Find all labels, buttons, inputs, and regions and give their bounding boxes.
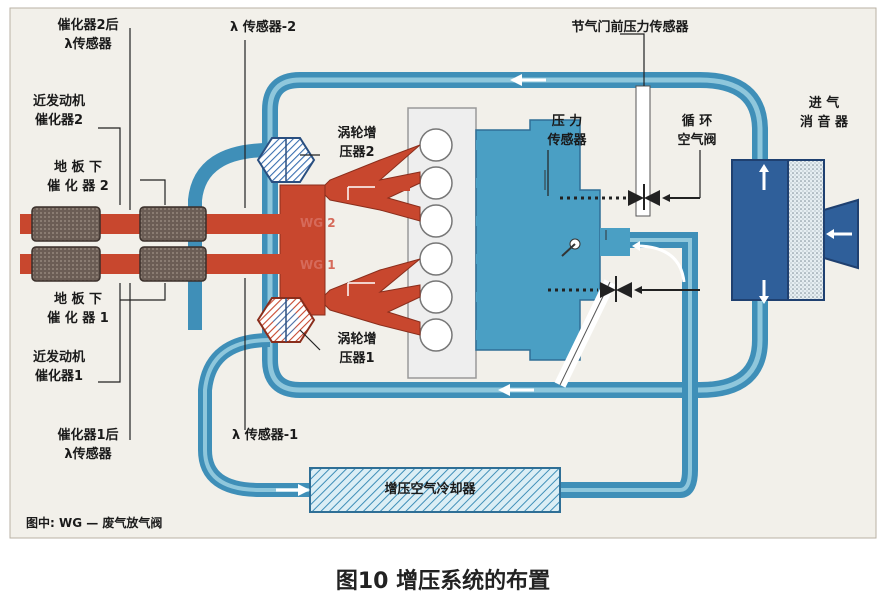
- label-pressure-sensor: 压 力 传感器: [547, 114, 587, 148]
- intake-manifold: [475, 119, 630, 361]
- engine-block: [407, 107, 477, 379]
- label-wg1: WG 1: [300, 258, 336, 272]
- legend-note: 图中: WG — 废气放气阀: [26, 516, 163, 530]
- label-turbo-1: 涡轮增 压器1: [337, 332, 377, 366]
- figure-caption: 图10 增压系统的布置: [335, 569, 551, 594]
- exhaust-center: [210, 184, 326, 316]
- label-lambda-sensor-1: λ 传感器-1: [232, 428, 299, 443]
- label-cat1-lambda: 催化器1后 λ传感器: [57, 428, 119, 462]
- label-wg2: WG 2: [300, 216, 336, 230]
- label-throttle-pressure-sensor: 节气门前压力传感器: [571, 20, 689, 35]
- flow-arrows: [276, 74, 546, 496]
- exhaust-line-2: [20, 206, 210, 242]
- label-underfloor-cat1: 地 板 下 催 化 器 1: [47, 292, 109, 326]
- intake-muffler: [731, 159, 859, 304]
- label-intake-muffler: 进 气 消 音 器: [799, 96, 849, 130]
- turbocharger-1: [256, 297, 316, 343]
- intercooler: [309, 467, 561, 513]
- label-lambda-sensor-2: λ 传感器-2: [230, 20, 297, 35]
- label-cat2-lambda: 催化器2后 λ传感器: [57, 18, 119, 52]
- leader-lines: [98, 28, 701, 440]
- label-underfloor-cat2: 地 板 下 催 化 器 2: [47, 160, 109, 194]
- turbo2-intake-pipe: [188, 143, 271, 330]
- exhaust-line-1: [20, 246, 210, 282]
- label-near-engine-cat1: 近发动机 催化器1: [32, 350, 85, 384]
- label-turbo-2: 涡轮增 压器2: [337, 126, 377, 160]
- label-near-engine-cat2: 近发动机 催化器2: [32, 94, 85, 128]
- exhaust-manifold-2: [319, 144, 421, 222]
- label-recirc-air-valve: 循 环 空气阀: [677, 114, 717, 148]
- turbocharger-2: [256, 137, 316, 183]
- recirc-valve-system: [548, 85, 700, 388]
- exhaust-manifold-1: [319, 258, 421, 336]
- label-intercooler: 增压空气冷却器: [384, 482, 476, 497]
